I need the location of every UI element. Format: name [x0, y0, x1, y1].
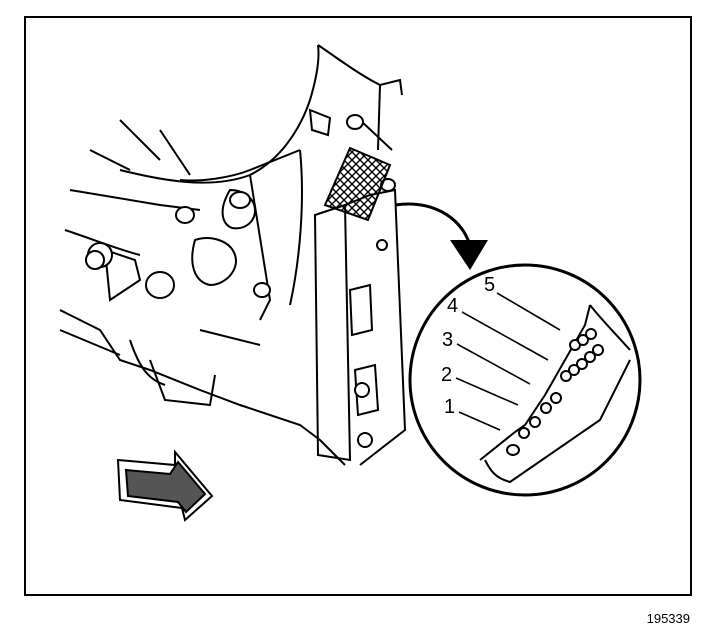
callout-5: 5	[484, 274, 495, 296]
figure-id: 195339	[646, 611, 690, 626]
callout-1: 1	[444, 396, 455, 418]
magnify-arrow	[394, 202, 488, 270]
callout-2: 2	[441, 364, 452, 386]
callout-3: 3	[442, 329, 453, 351]
bolt-heads	[85, 114, 396, 448]
front-direction-arrow	[116, 449, 214, 522]
callout-4: 4	[447, 295, 458, 317]
illustration-frame	[24, 16, 692, 596]
callout-leaders	[455, 292, 561, 431]
hatched-id-area	[323, 146, 392, 222]
magnified-detail	[408, 263, 642, 497]
